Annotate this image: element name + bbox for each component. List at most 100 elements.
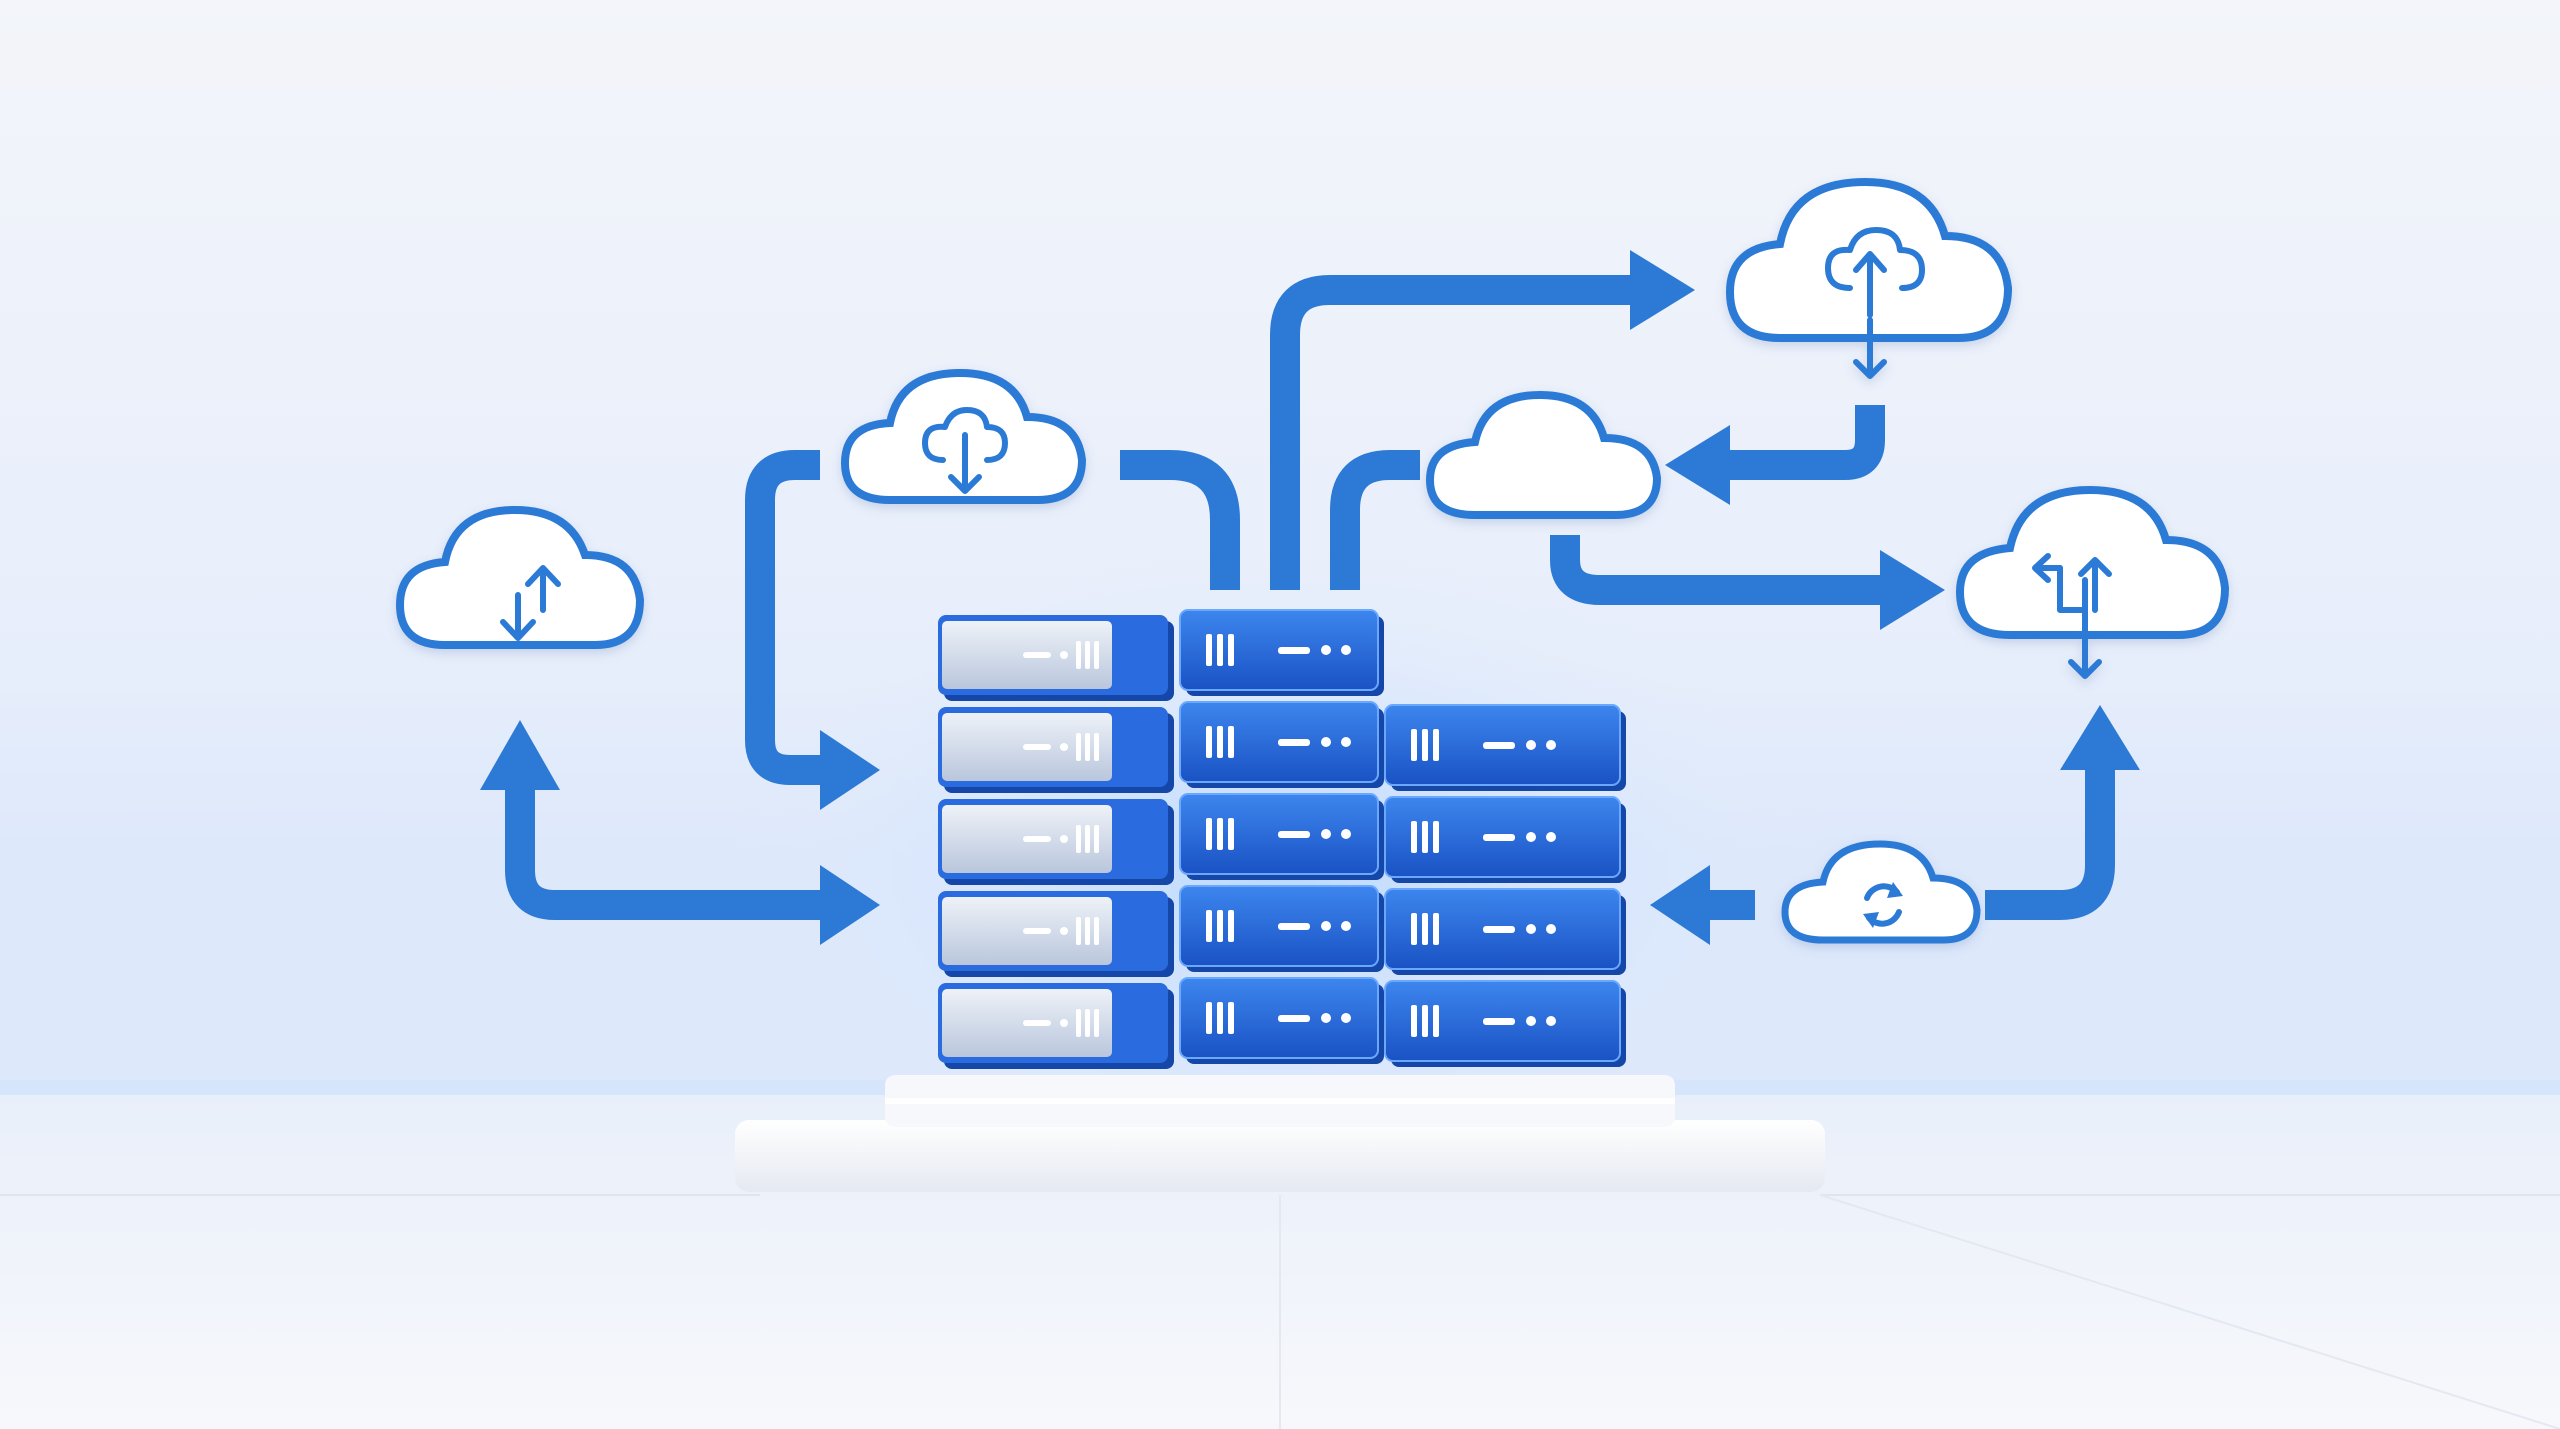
arrowhead-top-left-right: [820, 730, 880, 810]
vent-bar: [1411, 729, 1417, 761]
arrow-server-up-center: [1330, 450, 1420, 590]
status-led: [1321, 1013, 1331, 1023]
status-led: [1060, 743, 1068, 751]
arrow-bottom-right-up: [1985, 760, 2115, 920]
rack-middle: [1179, 609, 1384, 1064]
status-led: [1546, 832, 1556, 842]
vent-bar: [1411, 1005, 1417, 1037]
status-led: [1341, 737, 1351, 747]
server-unit: [1384, 796, 1626, 883]
server-unit: [938, 983, 1174, 1069]
vent-bar: [1076, 917, 1081, 945]
status-led: [1321, 645, 1331, 655]
pedestal-light: [885, 1098, 1675, 1104]
cloud-shape: [1425, 390, 1662, 519]
arrow-top-left-down: [745, 450, 830, 785]
vent-bar: [1085, 825, 1090, 853]
cloud-center: [1425, 390, 1662, 519]
status-led: [1526, 740, 1536, 750]
status-led: [1526, 832, 1536, 842]
vent-bar: [1422, 1005, 1428, 1037]
server-unit: [1384, 704, 1626, 791]
status-led: [1321, 921, 1331, 931]
vent-bar: [1228, 910, 1234, 942]
status-led: [1321, 737, 1331, 747]
arrowhead-center-right: [1880, 550, 1945, 630]
vent-bar: [1085, 917, 1090, 945]
arrow-cloud-back: [1720, 405, 1885, 480]
status-led: [1341, 921, 1351, 931]
server-unit: [1384, 888, 1626, 975]
vent-bar: [1422, 913, 1428, 945]
vent-bar: [1206, 726, 1212, 758]
vent-bar: [1094, 1009, 1099, 1037]
status-led: [1060, 651, 1068, 659]
cloud-top-left: [840, 368, 1087, 504]
vent-bar: [1085, 641, 1090, 669]
drive-slot: [1483, 1018, 1515, 1025]
server-unit: [1179, 977, 1384, 1064]
server-unit: [938, 615, 1174, 701]
status-led: [1341, 829, 1351, 839]
sync-arrows-icon: [2032, 553, 2112, 679]
pedestal: [735, 1075, 1825, 1192]
drive-slot: [1278, 831, 1310, 838]
drive-slot: [1483, 742, 1515, 749]
pedestal-base: [735, 1120, 1825, 1192]
vent-bar: [1076, 825, 1081, 853]
clouds: [395, 177, 2230, 944]
server-unit: [938, 707, 1174, 793]
vent-bar: [1094, 641, 1099, 669]
arrow-center-to-right: [1550, 535, 1890, 605]
drive-slot: [1023, 744, 1051, 750]
status-led: [1060, 1019, 1068, 1027]
arrowhead-left-up: [480, 720, 560, 790]
drive-slot: [1023, 652, 1051, 658]
drive-slot: [1483, 834, 1515, 841]
vent-bar: [1217, 910, 1223, 942]
vent-bar: [1217, 818, 1223, 850]
status-led: [1060, 835, 1068, 843]
vent-bar: [1217, 1002, 1223, 1034]
arrow-left-loop: [505, 790, 830, 920]
vent-bar: [1094, 733, 1099, 761]
vent-bar: [1076, 1009, 1081, 1037]
vent-bar: [1076, 733, 1081, 761]
vent-bar: [1085, 733, 1090, 761]
upload-download-icon: [500, 565, 561, 641]
vent-bar: [1206, 910, 1212, 942]
drive-slot: [1023, 836, 1051, 842]
server-unit: [1179, 793, 1384, 880]
status-led: [1546, 924, 1556, 934]
status-led: [1060, 927, 1068, 935]
arrowhead-bottom-right-up: [2060, 705, 2140, 770]
arrowhead-left-right: [820, 865, 880, 945]
refresh-icon: [1863, 882, 1903, 928]
server-unit: [938, 891, 1174, 977]
drive-slot: [1278, 647, 1310, 654]
drive-slot: [1278, 1015, 1310, 1022]
vent-bar: [1433, 1005, 1439, 1037]
vent-bar: [1228, 818, 1234, 850]
arrow-server-to-cloud-top-right: [1270, 275, 1640, 590]
upload-download-icon: [1825, 227, 1925, 379]
vent-bar: [1094, 917, 1099, 945]
vent-bar: [1076, 641, 1081, 669]
vent-bar: [1433, 821, 1439, 853]
vent-bar: [1228, 1002, 1234, 1034]
status-led: [1341, 645, 1351, 655]
server-unit: [938, 799, 1174, 885]
status-led: [1341, 1013, 1351, 1023]
server-unit: [1179, 609, 1384, 696]
server-unit: [1179, 885, 1384, 972]
status-led: [1321, 829, 1331, 839]
rack-left: [938, 615, 1174, 1069]
cloud-bottom-right: [1781, 840, 1981, 944]
drive-slot: [1483, 926, 1515, 933]
cloud-shape: [395, 505, 645, 649]
rack-right: [1384, 704, 1626, 1067]
drive-slot: [1023, 928, 1051, 934]
vent-bar: [1217, 726, 1223, 758]
vent-bar: [1411, 913, 1417, 945]
vent-bar: [1433, 729, 1439, 761]
